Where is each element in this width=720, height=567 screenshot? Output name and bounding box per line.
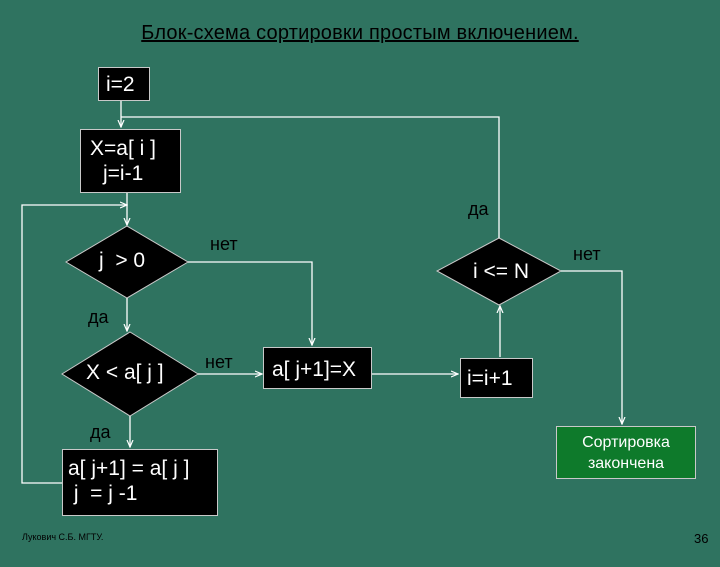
footer-author: Лукович С.Б. МГТУ. (22, 532, 104, 542)
assign-block-line-1: X=a[ i ] (90, 137, 156, 160)
label-no-cond-j: нет (210, 234, 238, 254)
arrow-shift-loop-back (21, 205, 127, 484)
arrow-cond-j-no-to-insert (188, 261, 312, 345)
condition-j-text: j > 0 (99, 249, 146, 272)
label-no-cond-i: нет (573, 244, 601, 264)
label-no-cond-x: нет (205, 352, 233, 372)
end-block-line-1: Сортировка (582, 434, 670, 451)
page-number: 36 (694, 531, 709, 546)
diagram-title: Блок-схема сортировки простым включением… (0, 22, 720, 45)
insert-block-text: a[ j+1]=X (272, 358, 357, 381)
insert-block: a[ j+1]=X (263, 347, 372, 389)
shift-block: a[ j+1] = a[ j ] j = j -1 (62, 449, 218, 516)
init-block-text: i=2 (106, 73, 135, 96)
assign-block-line-2: j=i-1 (103, 162, 144, 185)
init-block: i=2 (98, 67, 150, 101)
shift-block-line-2: j = j -1 (68, 482, 138, 505)
label-yes-cond-x: да (90, 422, 111, 442)
end-block-line-2: закончена (587, 455, 665, 472)
assign-block: X=a[ i ] j=i-1 (80, 129, 181, 193)
label-yes-top: да (468, 199, 489, 219)
increment-block: i=i+1 (460, 358, 533, 398)
end-block: Сортировка закончена (556, 426, 696, 479)
increment-block-text: i=i+1 (467, 367, 513, 390)
label-yes-cond-j: да (88, 307, 109, 327)
condition-x-text: X < a[ j ] (86, 361, 164, 384)
shift-block-line-1: a[ j+1] = a[ j ] (68, 457, 190, 480)
condition-i-text: i <= N (473, 260, 530, 283)
arrow-cond-i-no-to-end (561, 270, 622, 424)
arrow-cond-i-yes-loop (121, 116, 500, 238)
diagram-title-text: Блок-схема сортировки простым включением… (141, 22, 579, 44)
